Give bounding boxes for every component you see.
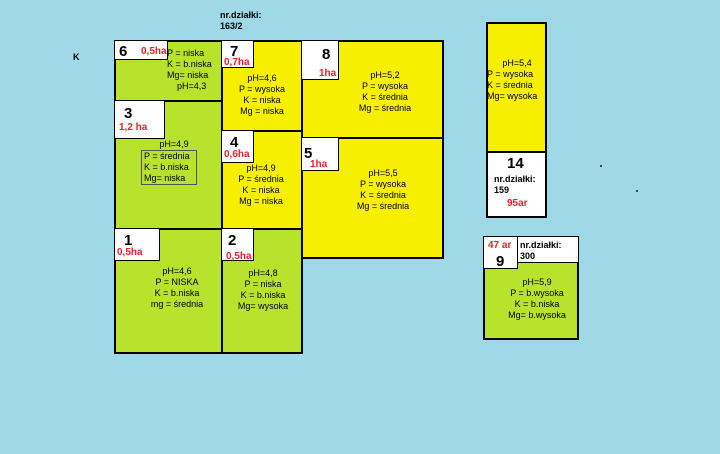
- plot-1-tag: [114, 228, 160, 261]
- plot-9-line: Mg= b.wysoka: [508, 310, 566, 320]
- plot-7-info: pH=4,6 P = wysoka K = niska Mg = niska: [227, 73, 297, 117]
- plot-8-line: K = średnia: [362, 92, 408, 102]
- plot-8-number: 8: [322, 46, 331, 63]
- plot-1-line: P = NISKA: [155, 277, 199, 287]
- plot-7-line: pH=4,6: [247, 73, 277, 83]
- plot-8-info: pH=5,2 P = wysoka K = średnia Mg = średn…: [345, 70, 425, 114]
- plot-8-line: pH=5,2: [370, 70, 400, 80]
- plot-14-info: pH=5,4 P = wysoka K = średnia Mg= wysoka: [487, 58, 547, 102]
- plot-9-label-line1: nr.działki:: [520, 240, 562, 250]
- plot-5-tag: [301, 137, 339, 171]
- plot-3-number: 3: [124, 105, 133, 122]
- plot-6-line: pH=4,3: [177, 81, 207, 91]
- plot-4-line: P = średnia: [238, 174, 284, 184]
- plot-9-area: 47 ar: [488, 240, 512, 251]
- plot-5-area: 1ha: [310, 159, 328, 170]
- plot-1-info: pH=4,6 P = NISKA K = b.niska mg = średni…: [135, 266, 219, 310]
- plot-4-info: pH=4,9 P = średnia K = niska Mg = niska: [224, 163, 298, 207]
- plot-9-label: nr.działki: 300: [520, 240, 562, 262]
- plot-2-line: P = niska: [244, 279, 282, 289]
- plot-2[interactable]: [221, 228, 303, 354]
- plot-6-area: 0,5ha: [141, 46, 167, 57]
- top-parcel-label-line1: nr.działki:: [220, 10, 262, 20]
- plot-6-line: P = niska: [167, 48, 205, 58]
- plot-9-line: P = b.wysoka: [510, 288, 564, 298]
- plot-14-line: Mg= wysoka: [487, 91, 538, 101]
- plot-9-label-box: [517, 236, 579, 263]
- plot-6-info: P = niska K = b.niska Mg= niska pH=4,3: [167, 48, 223, 92]
- plot-1-line: mg = średnia: [150, 299, 204, 309]
- plot-9-line: K = b.niska: [514, 299, 560, 309]
- plot-8-line: Mg = średnia: [358, 103, 412, 113]
- plot-6-line: K = b.niska: [167, 59, 212, 69]
- plot-2-number: 2: [228, 232, 237, 249]
- plot-5-line: Mg = średnia: [356, 201, 410, 211]
- plot-14-line: K = średnia: [487, 80, 533, 90]
- top-parcel-label: nr.działki: 163/2: [220, 10, 262, 32]
- plot-7-line: Mg = niska: [240, 106, 284, 116]
- plot-9-number: 9: [496, 253, 505, 270]
- plot-3-line: P = średnia: [144, 151, 190, 161]
- plot-5-line: P = wysoka: [359, 179, 407, 189]
- plot-14-label-box: [486, 151, 547, 218]
- plot-9-label-line2: 300: [520, 251, 536, 261]
- plot-8-area: 1ha: [319, 68, 337, 79]
- plot-4-area: 0,6ha: [224, 149, 250, 160]
- plot-14-label: nr.działki: 159: [494, 174, 536, 196]
- plot-8-line: P = wysoka: [361, 81, 409, 91]
- plot-7-number: 7: [230, 43, 239, 60]
- plot-9-tag: [483, 236, 518, 269]
- plot-14-line: P = wysoka: [487, 69, 534, 79]
- plot-4-line: Mg = niska: [239, 196, 283, 206]
- plot-7-line: K = niska: [243, 95, 281, 105]
- plot-3-ph: pH=4,9: [159, 139, 189, 149]
- plot-7-line: P = wysoka: [238, 84, 286, 94]
- plot-14-line: pH=5,4: [502, 58, 532, 68]
- plot-6-tag: [114, 40, 168, 60]
- plot-2-info: pH=4,8 P = niska K = b.niska Mg= wysoka: [226, 268, 300, 312]
- plot-14-number: 14: [507, 155, 524, 172]
- plot-9-info: pH=5,9 P = b.wysoka K = b.niska Mg= b.wy…: [497, 277, 577, 321]
- plot-5-number: 5: [304, 145, 313, 162]
- plot-2-line: K = b.niska: [240, 290, 286, 300]
- plot-7-area: 0,7ha: [224, 57, 250, 68]
- plot-2-area: 0,5ha: [226, 251, 252, 262]
- plot-5-line: K = średnia: [360, 190, 406, 200]
- plot-2-tag: [221, 228, 254, 261]
- plot-1-line: pH=4,6: [162, 266, 192, 276]
- plot-5-line: pH=5,5: [368, 168, 398, 178]
- top-parcel-label-line2: 163/2: [220, 21, 243, 31]
- plot-1-number: 1: [124, 232, 133, 249]
- k-marker: K: [73, 52, 80, 62]
- plot-14-label-line1: nr.działki:: [494, 174, 536, 184]
- plot-3-tag: [114, 100, 165, 139]
- plot-2-line: Mg= wysoka: [237, 301, 289, 311]
- plot-3-info: P = średnia K = b.niska Mg= niska: [141, 150, 197, 185]
- plot-3-area: 1,2 ha: [119, 122, 148, 133]
- plot-3-line: K = b.niska: [144, 162, 189, 172]
- plot-8-tag: [301, 40, 339, 80]
- plot-3-line: Mg= niska: [144, 173, 186, 183]
- plot-14-area: 95ar: [507, 198, 528, 209]
- plot-1-line: K = b.niska: [154, 288, 200, 298]
- plot-9-line: pH=5,9: [522, 277, 552, 287]
- stray-dot: [636, 190, 638, 192]
- plot-4-line: pH=4,9: [246, 163, 276, 173]
- stray-dot: [600, 165, 602, 167]
- plot-6-number: 6: [119, 43, 128, 60]
- plot-4-line: K = niska: [242, 185, 280, 195]
- plot-1-area: 0,5ha: [117, 247, 143, 258]
- plot-2-line: pH=4,8: [248, 268, 278, 278]
- plot-4-tag: [221, 130, 254, 163]
- plot-14-label-line2: 159: [494, 185, 510, 195]
- plot-7-tag: [221, 40, 254, 68]
- plot-6-line: Mg= niska: [167, 70, 209, 80]
- plot-5-info: pH=5,5 P = wysoka K = średnia Mg = średn…: [343, 168, 423, 212]
- plot-4-number: 4: [230, 134, 239, 151]
